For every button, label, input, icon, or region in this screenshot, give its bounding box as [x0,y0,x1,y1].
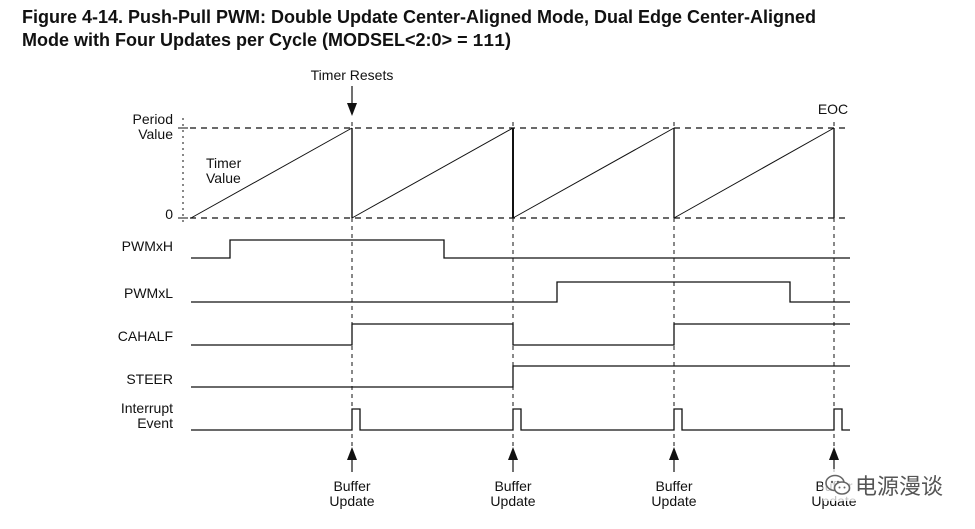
buffer-update-label-2-line-1: Buffer [494,478,531,494]
buffer-update-label-1-line-1: Buffer [333,478,370,494]
timer-value-label-line-1: Timer [206,155,242,171]
interrupt-event-waveform [191,408,850,431]
interrupt-event-label-line-2: Event [137,415,173,431]
figure-title-line-2-prefix: Mode with Four Updates per Cycle (MODSEL… [22,30,473,50]
buffer-update-arrow-4 [829,447,839,460]
figure-title-line-2: Mode with Four Updates per Cycle (MODSEL… [22,29,962,54]
zero-label: 0 [165,206,173,222]
figure-title-line-2-suffix: ) [505,30,511,50]
timer-ramp-2 [351,127,514,219]
watermark: 电源漫谈 [822,469,945,501]
cahalf-waveform [191,323,850,346]
buffer-update-label-1-line-2: Update [329,493,374,509]
timer-resets-arrowhead [347,103,357,116]
buffer-update-arrow-1 [347,447,357,460]
timer-resets-label: Timer Resets [311,67,394,83]
interrupt-event-label-line-1: Interrupt [121,400,173,416]
steer-label: STEER [126,371,173,387]
buffer-update-label-3-line-2: Update [651,493,696,509]
buffer-update-arrow-2 [508,447,518,460]
wechat-icon [825,474,851,495]
steer-waveform [191,365,850,388]
pwmxh-label: PWMxH [122,238,173,254]
modsel-value: 111 [472,32,505,52]
timer-ramp-4 [673,127,835,219]
watermark-text: 电源漫谈 [854,475,943,500]
figure-title: Figure 4-14. Push-Pull PWM: Double Updat… [22,6,962,54]
figure-title-line-1: Figure 4-14. Push-Pull PWM: Double Updat… [22,7,817,27]
timer-value-label-line-2: Value [206,170,241,186]
pwmxl-waveform [191,281,850,303]
timer-sawtooth [190,127,835,219]
buffer-update-arrow-3 [669,447,679,460]
period-value-label-line-1: Period [133,111,173,127]
cahalf-label: CAHALF [118,328,173,344]
timer-ramp-1 [190,127,353,219]
buffer-update-label-2-line-2: Update [490,493,535,509]
pwmxh-waveform [191,239,850,259]
pwmxl-label: PWMxL [124,285,173,301]
eoc-label: EOC [818,101,848,117]
period-value-label-line-2: Value [138,126,173,142]
timer-ramp-3 [512,127,675,219]
buffer-update-label-3-line-1: Buffer [655,478,692,494]
